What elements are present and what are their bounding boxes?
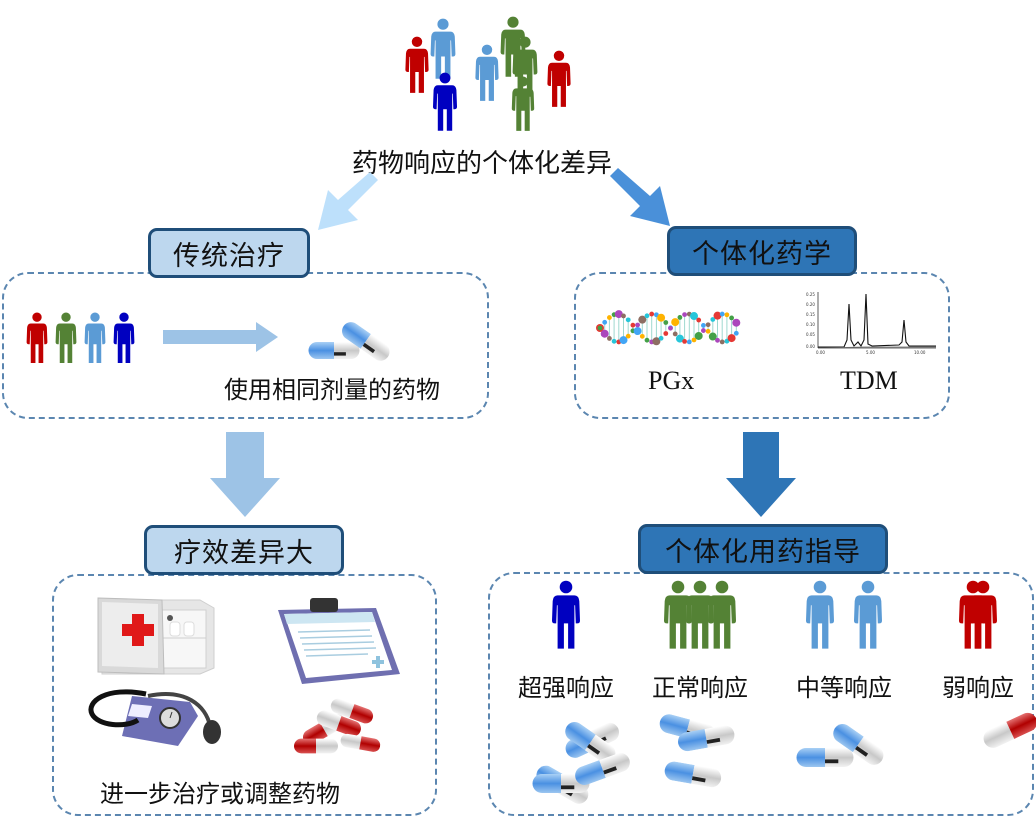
response-people-icon [552,580,580,649]
response-people-icon [806,580,882,649]
patient-person-icon [113,312,135,363]
response-label: 弱响应 [942,674,1014,702]
response-groups: 超强响应 正常响应 中等响应 弱响应 [490,580,1036,808]
svg-text:0.05: 0.05 [806,332,815,337]
patient-person-icon [26,312,48,363]
chromatogram-icon: 0.25 0.20 0.15 0.10 0.05 0.00 0.00 5.00 10.00 [806,292,936,355]
response-person-icon [854,580,882,649]
patients-people-icon [26,312,135,363]
svg-text:0.20: 0.20 [806,302,815,307]
response-label: 中等响应 [796,674,892,702]
arrow-right-icon [163,322,278,352]
response-group: 中等响应 [776,580,912,780]
response-person-icon [708,580,736,649]
blood-pressure-monitor-icon [88,689,221,746]
svg-text:0.10: 0.10 [806,322,815,327]
response-group: 超强响应 [498,580,634,808]
crowd-person-icon [405,36,429,93]
patient-person-icon [84,312,106,363]
further-treatment-caption: 进一步治疗或调整药物 [100,780,340,808]
svg-text:5.00: 5.00 [866,350,875,355]
response-people-icon [664,580,736,649]
capsule-icon [663,760,723,789]
response-capsules-icon [532,718,633,808]
capsule-icon [980,709,1036,752]
efficacy-variance-header: 疗效差异大 [144,525,344,575]
svg-text:10.00: 10.00 [914,350,926,355]
response-capsules-icon [796,720,888,769]
patient-person-icon [55,312,77,363]
personalized-guidance-header: 个体化用药指导 [638,524,888,574]
personalized-pharmacy-header: 个体化药学 [667,226,857,276]
arrow-down-icon [726,432,796,517]
response-label: 超强响应 [518,674,614,702]
medicine-cabinet-icon [97,597,215,675]
treatment-variance-panel [52,574,437,816]
arrow-down-left-icon [318,172,378,230]
top-title: 药物响应的个体化差异 [352,149,613,179]
svg-text:0.25: 0.25 [806,292,815,297]
response-person-icon [806,580,834,649]
crowd-person-icon [547,50,571,107]
svg-text:0.00: 0.00 [816,350,825,355]
svg-text:0.15: 0.15 [806,312,815,317]
response-label: 正常响应 [652,674,748,702]
tdm-label: TDM [840,366,898,395]
capsules-icon [308,318,394,365]
response-people-icon [959,580,997,649]
arrow-down-icon [210,432,280,517]
response-capsules-icon [657,712,736,789]
response-group: 正常响应 [632,580,768,789]
pgx-method: PGx [596,306,742,398]
response-group: 弱响应 [910,580,1036,780]
svg-text:0.00: 0.00 [806,344,815,349]
crowd-person-icon [430,18,456,79]
traditional-treatment-header: 传统治疗 [148,228,310,278]
crowd-person-icon [475,44,499,101]
response-capsules-icon [980,709,1036,752]
crowd-person-icon [433,72,457,131]
capsule-icon [796,748,854,767]
dna-helix-icon [596,310,741,346]
patients-group [24,312,142,364]
crowd-people-icon [405,16,571,131]
arrow-down-right-icon [610,168,670,226]
response-person-icon [552,580,580,649]
red-capsules-icon [294,696,382,754]
clipboard-icon [278,598,400,684]
same-dose-caption: 使用相同剂量的药物 [224,376,440,404]
pgx-label: PGx [648,366,695,395]
crowd-illustration [400,14,590,132]
